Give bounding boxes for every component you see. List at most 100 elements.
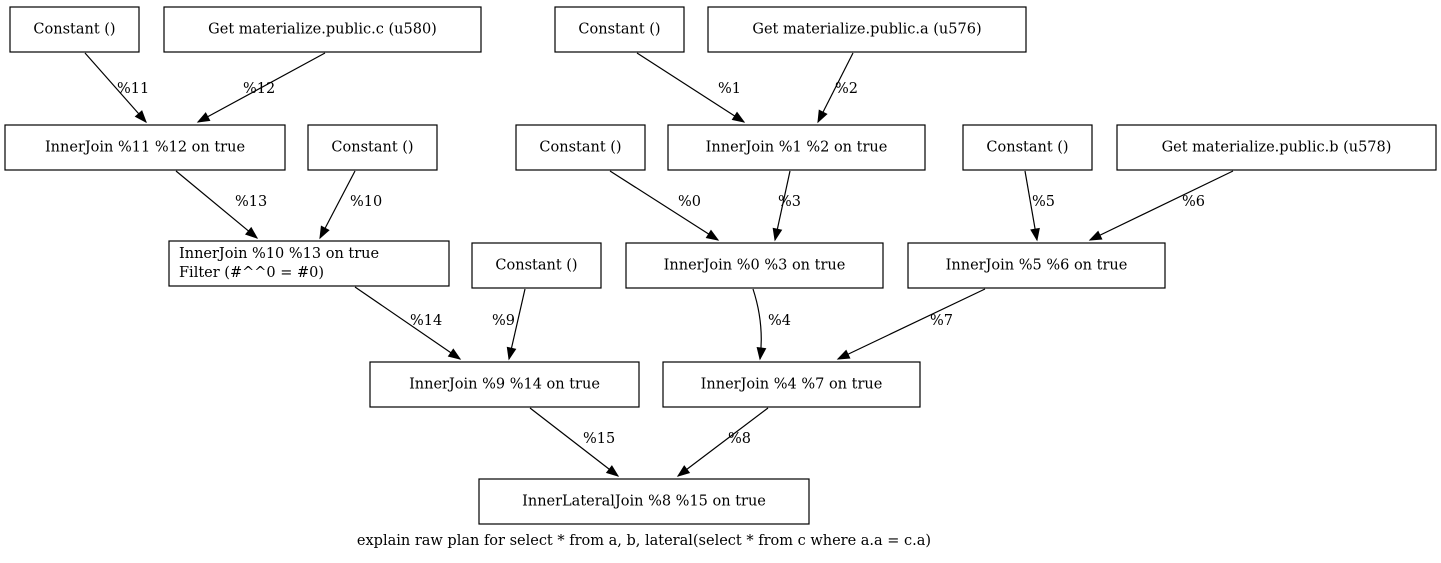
arrowhead-icon <box>836 349 851 360</box>
node-rect[interactable] <box>962 124 1093 171</box>
node-rect[interactable] <box>625 242 884 289</box>
graph-node[interactable]: InnerLateralJoin %8 %15 on true <box>478 478 810 525</box>
node-rect[interactable] <box>478 478 810 525</box>
graph-node[interactable]: Get materialize.public.b (u578) <box>1116 124 1437 171</box>
arrowhead-icon <box>731 111 746 123</box>
arrowhead-icon <box>1088 230 1103 241</box>
arrowhead-icon <box>447 348 462 360</box>
arrowhead-icon <box>705 229 720 241</box>
arrowhead-icon <box>772 227 783 242</box>
graph-edge <box>354 286 462 360</box>
node-rect[interactable] <box>9 6 140 53</box>
node-label: Constant () <box>331 140 413 156</box>
graph-node[interactable]: Constant () <box>471 242 602 289</box>
node-rect[interactable] <box>163 6 482 53</box>
node-label: InnerJoin %5 %6 on true <box>946 258 1128 274</box>
arrowhead-icon <box>605 465 620 477</box>
nodes-layer: Constant () Get materialize.public.c (u58… <box>4 6 1437 525</box>
edge-line <box>1089 170 1234 241</box>
graph-edge <box>84 52 147 124</box>
graph-edge <box>175 170 259 239</box>
graph-node[interactable]: Get materialize.public.c (u580) <box>163 6 482 53</box>
node-rect[interactable] <box>4 124 286 171</box>
graph-edge <box>319 170 356 240</box>
graph-edge <box>752 288 767 361</box>
graph-node[interactable]: InnerJoin %4 %7 on true <box>662 361 921 408</box>
edge-line <box>636 52 745 123</box>
graph-edge <box>1024 170 1040 242</box>
edge-line <box>609 170 719 241</box>
node-label: InnerLateralJoin %8 %15 on true <box>522 494 766 510</box>
edge-labels-layer: %11%12%1%2%13%10%0%3%5%6%14%9%4%7%15%8 <box>117 81 1205 447</box>
graph-node[interactable]: InnerJoin %11 %12 on true <box>4 124 286 171</box>
edges-layer <box>84 52 1234 477</box>
node-rect[interactable] <box>307 124 438 171</box>
arrowhead-icon <box>756 346 767 361</box>
edge-label: %2 <box>835 81 858 97</box>
node-label: Constant () <box>578 22 660 38</box>
node-rect[interactable] <box>369 361 640 408</box>
arrowhead-icon <box>319 225 330 240</box>
graph-edge <box>196 52 326 123</box>
node-label: InnerJoin %1 %2 on true <box>706 140 888 156</box>
node-rect[interactable] <box>667 124 926 171</box>
graph-node[interactable]: Constant () <box>9 6 140 53</box>
node-label: Get materialize.public.c (u580) <box>208 22 437 38</box>
arrowhead-icon <box>196 112 211 123</box>
edge-label: %3 <box>778 194 801 210</box>
graph-node[interactable]: InnerJoin %9 %14 on true <box>369 361 640 408</box>
graph-node[interactable]: Get materialize.public.a (u576) <box>707 6 1027 53</box>
arrowhead-icon <box>134 110 147 124</box>
arrowhead-icon <box>244 226 259 239</box>
edge-label: %1 <box>718 81 741 97</box>
node-rect[interactable] <box>1116 124 1437 171</box>
graph-node[interactable]: InnerJoin %5 %6 on true <box>907 242 1166 289</box>
node-label: InnerJoin %11 %12 on true <box>45 140 245 156</box>
graph-node[interactable]: InnerJoin %0 %3 on true <box>625 242 884 289</box>
node-label: Constant () <box>495 258 577 274</box>
node-label: InnerJoin %0 %3 on true <box>664 258 846 274</box>
graph-node[interactable]: Constant () <box>307 124 438 171</box>
edge-line <box>837 288 986 360</box>
node-label: Constant () <box>539 140 621 156</box>
edge-label: %5 <box>1032 194 1055 210</box>
graph-edge <box>676 407 769 477</box>
edge-label: %15 <box>583 431 615 447</box>
node-rect[interactable] <box>471 242 602 289</box>
edge-line <box>197 52 326 123</box>
node-label: Get materialize.public.b (u578) <box>1162 140 1392 156</box>
node-rect[interactable] <box>554 6 685 53</box>
edge-label: %8 <box>728 431 751 447</box>
graph-node[interactable]: Constant () <box>962 124 1093 171</box>
graph-edge <box>529 407 620 477</box>
node-label: Filter (#^^0 = #0) <box>179 265 324 281</box>
graph-edge <box>817 52 854 124</box>
edge-label: %14 <box>410 313 442 329</box>
edge-label: %9 <box>492 313 515 329</box>
graph-edge <box>609 170 720 241</box>
graph-edge <box>506 288 526 361</box>
graph-node[interactable]: Constant () <box>515 124 646 171</box>
arrowhead-icon <box>817 109 828 124</box>
node-rect[interactable] <box>707 6 1027 53</box>
node-rect[interactable] <box>907 242 1166 289</box>
node-rect[interactable] <box>168 240 450 287</box>
node-label: Constant () <box>986 140 1068 156</box>
edge-label: %10 <box>350 194 382 210</box>
node-label: InnerJoin %9 %14 on true <box>409 377 600 393</box>
arrowhead-icon <box>1030 227 1040 242</box>
arrowhead-icon <box>676 465 691 477</box>
node-rect[interactable] <box>515 124 646 171</box>
graph-node[interactable]: Constant () <box>554 6 685 53</box>
node-label: InnerJoin %4 %7 on true <box>701 377 883 393</box>
node-rect[interactable] <box>662 361 921 408</box>
edge-label: %4 <box>768 313 791 329</box>
node-label: InnerJoin %10 %13 on true <box>179 246 379 262</box>
edge-label: %7 <box>930 313 953 329</box>
graph-node[interactable]: InnerJoin %1 %2 on true <box>667 124 926 171</box>
graph-edge <box>1088 170 1234 241</box>
node-label: Get materialize.public.a (u576) <box>752 22 981 38</box>
